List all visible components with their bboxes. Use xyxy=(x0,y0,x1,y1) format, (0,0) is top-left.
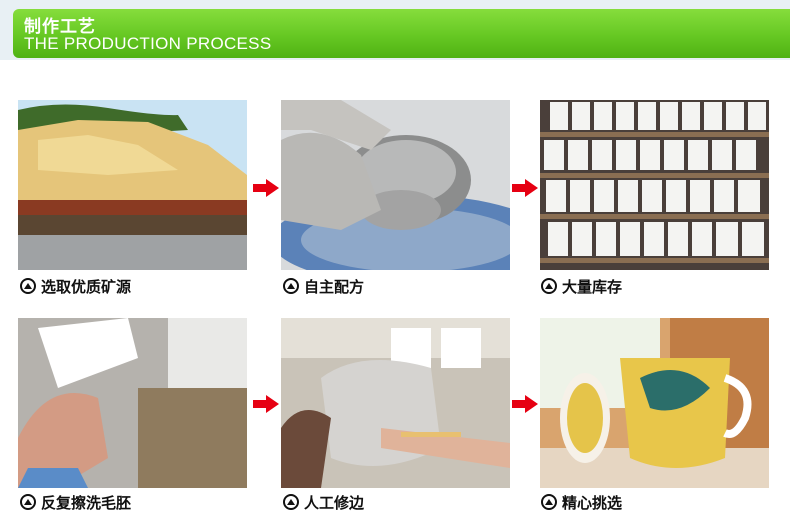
brush-trimming-photo xyxy=(281,318,510,488)
step-label: 自主配方 xyxy=(304,277,365,296)
mug-shelves-photo xyxy=(540,100,769,270)
step-caption: 选取优质矿源 xyxy=(20,275,131,297)
arrow-right-icon xyxy=(253,179,279,197)
step-caption: 反复擦洗毛胚 xyxy=(20,491,131,513)
arrow-right-icon xyxy=(512,395,538,413)
step-caption: 自主配方 xyxy=(283,275,364,297)
chevron-up-circle-icon xyxy=(283,278,299,294)
arrow-right-icon xyxy=(253,395,279,413)
chevron-up-circle-icon xyxy=(283,494,299,510)
chevron-up-circle-icon xyxy=(20,278,36,294)
pottery-wheel-photo xyxy=(281,100,510,270)
step-label: 人工修边 xyxy=(304,493,365,512)
header-bar xyxy=(13,9,790,58)
header-title-zh: 制作工艺 xyxy=(24,17,96,37)
arrow-right-icon xyxy=(512,179,538,197)
wiping-mug-photo xyxy=(18,318,247,488)
step-label: 选取优质矿源 xyxy=(41,277,132,296)
header-title-en: THE PRODUCTION PROCESS xyxy=(24,34,272,53)
step-label: 反复擦洗毛胚 xyxy=(41,493,132,512)
step-caption: 大量库存 xyxy=(541,275,622,297)
chevron-up-circle-icon xyxy=(541,278,557,294)
chevron-up-circle-icon xyxy=(20,494,36,510)
step-caption: 精心挑选 xyxy=(541,491,622,513)
step-label: 精心挑选 xyxy=(562,493,623,512)
dragon-teacup-photo xyxy=(540,318,769,488)
quarry-photo xyxy=(18,100,247,270)
step-caption: 人工修边 xyxy=(283,491,364,513)
chevron-up-circle-icon xyxy=(541,494,557,510)
step-label: 大量库存 xyxy=(562,277,623,296)
